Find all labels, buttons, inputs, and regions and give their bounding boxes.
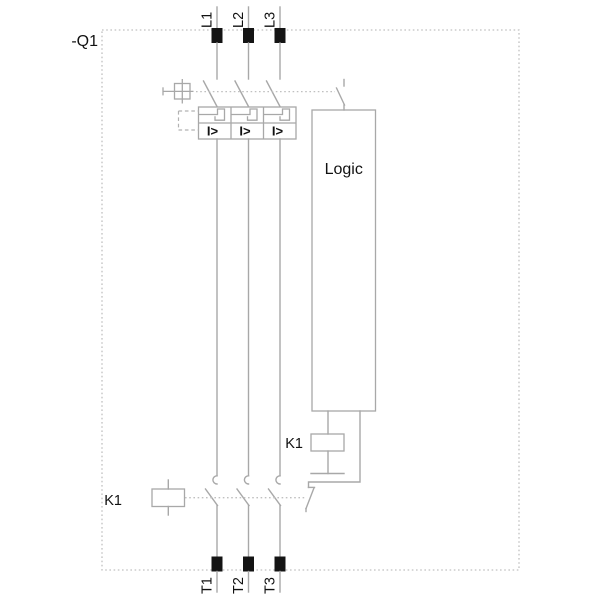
- contact-fixed-arc: [243, 475, 250, 485]
- breaker-contact-blade: [265, 80, 281, 108]
- logic-label: Logic: [325, 161, 363, 178]
- trip-unit-box: I> I> I>: [177, 106, 297, 140]
- latch-release-icon: [198, 108, 226, 121]
- contactor-coil-left: K1: [104, 479, 186, 516]
- coil-label: K1: [285, 436, 303, 452]
- trip-linkage-dashed-bracket: [177, 110, 199, 131]
- breaker-contact-blade: [202, 80, 218, 108]
- terminal-clamp-T3: [274, 556, 286, 572]
- terminal-clamp-T2: [243, 556, 254, 572]
- logic-output-route: [307, 410, 361, 489]
- overcurrent-trip-label: I>: [239, 124, 251, 139]
- manual-operator-icon: [162, 79, 194, 104]
- coil-symbol: [310, 433, 345, 452]
- terminal-label-L1: L1: [200, 12, 216, 28]
- terminal-clamp-L2: [243, 28, 254, 43]
- aux-switch: [335, 78, 346, 111]
- aux-switch-blade: [335, 87, 346, 106]
- contact-fixed-arc: [275, 475, 281, 485]
- device-label: -Q1: [71, 33, 98, 50]
- pole-2: L2 T2: [231, 6, 254, 594]
- coil-symbol: [151, 488, 186, 508]
- pole-3: L3 T3: [263, 6, 286, 594]
- terminal-clamp-L3: [274, 28, 286, 43]
- terminal-label-T2: T2: [231, 577, 247, 594]
- terminal-label-T1: T1: [200, 577, 216, 594]
- logic-frame: [311, 109, 377, 412]
- coil-label: K1: [104, 493, 122, 509]
- logic-block: Logic: [311, 109, 377, 412]
- latch-release-icon: [231, 108, 258, 121]
- overcurrent-trip-label: I>: [207, 124, 219, 139]
- aux-contact-blade: [305, 487, 315, 510]
- terminal-label-L2: L2: [231, 12, 247, 28]
- contactor-coil-right: K1: [285, 410, 361, 513]
- breaker-contact-blade: [234, 80, 250, 108]
- latch-release-icon: [263, 108, 291, 121]
- contactor-contact-blade: [236, 488, 250, 507]
- pole-1: L1 T1: [200, 6, 223, 594]
- overcurrent-trip-label: I>: [272, 124, 284, 139]
- terminal-clamp-L1: [211, 28, 223, 43]
- terminal-label-T3: T3: [263, 577, 279, 594]
- terminal-clamp-T1: [211, 556, 223, 572]
- contact-fixed-arc: [212, 475, 218, 485]
- terminal-label-L3: L3: [263, 12, 279, 28]
